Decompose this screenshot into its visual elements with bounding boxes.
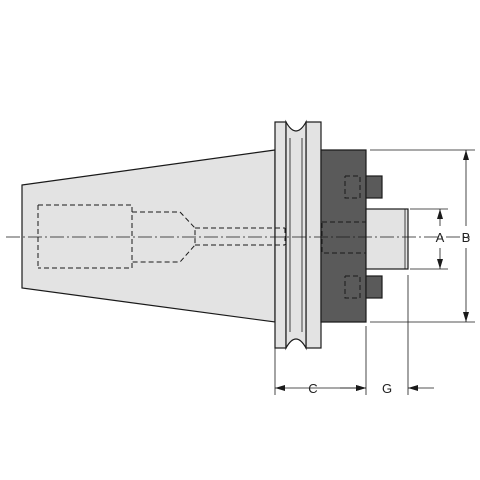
flange	[274, 119, 322, 351]
dimension-g-label: G	[382, 381, 392, 396]
drive-key-top	[365, 175, 383, 199]
dimension-b: B	[462, 150, 471, 322]
hidden-bore	[37, 175, 367, 299]
drive-key-bottom	[365, 275, 383, 299]
dimension-c: C	[275, 381, 366, 396]
dimension-g: G	[340, 381, 434, 396]
dimension-b-label: B	[462, 230, 471, 245]
dimension-c-label: C	[308, 381, 317, 396]
dimension-a: A	[436, 209, 445, 269]
taper-shank	[21, 149, 276, 323]
adapter-body	[320, 149, 367, 323]
extension-lines	[274, 149, 475, 395]
dimension-a-label: A	[436, 230, 445, 245]
pilot-spigot	[365, 208, 409, 270]
